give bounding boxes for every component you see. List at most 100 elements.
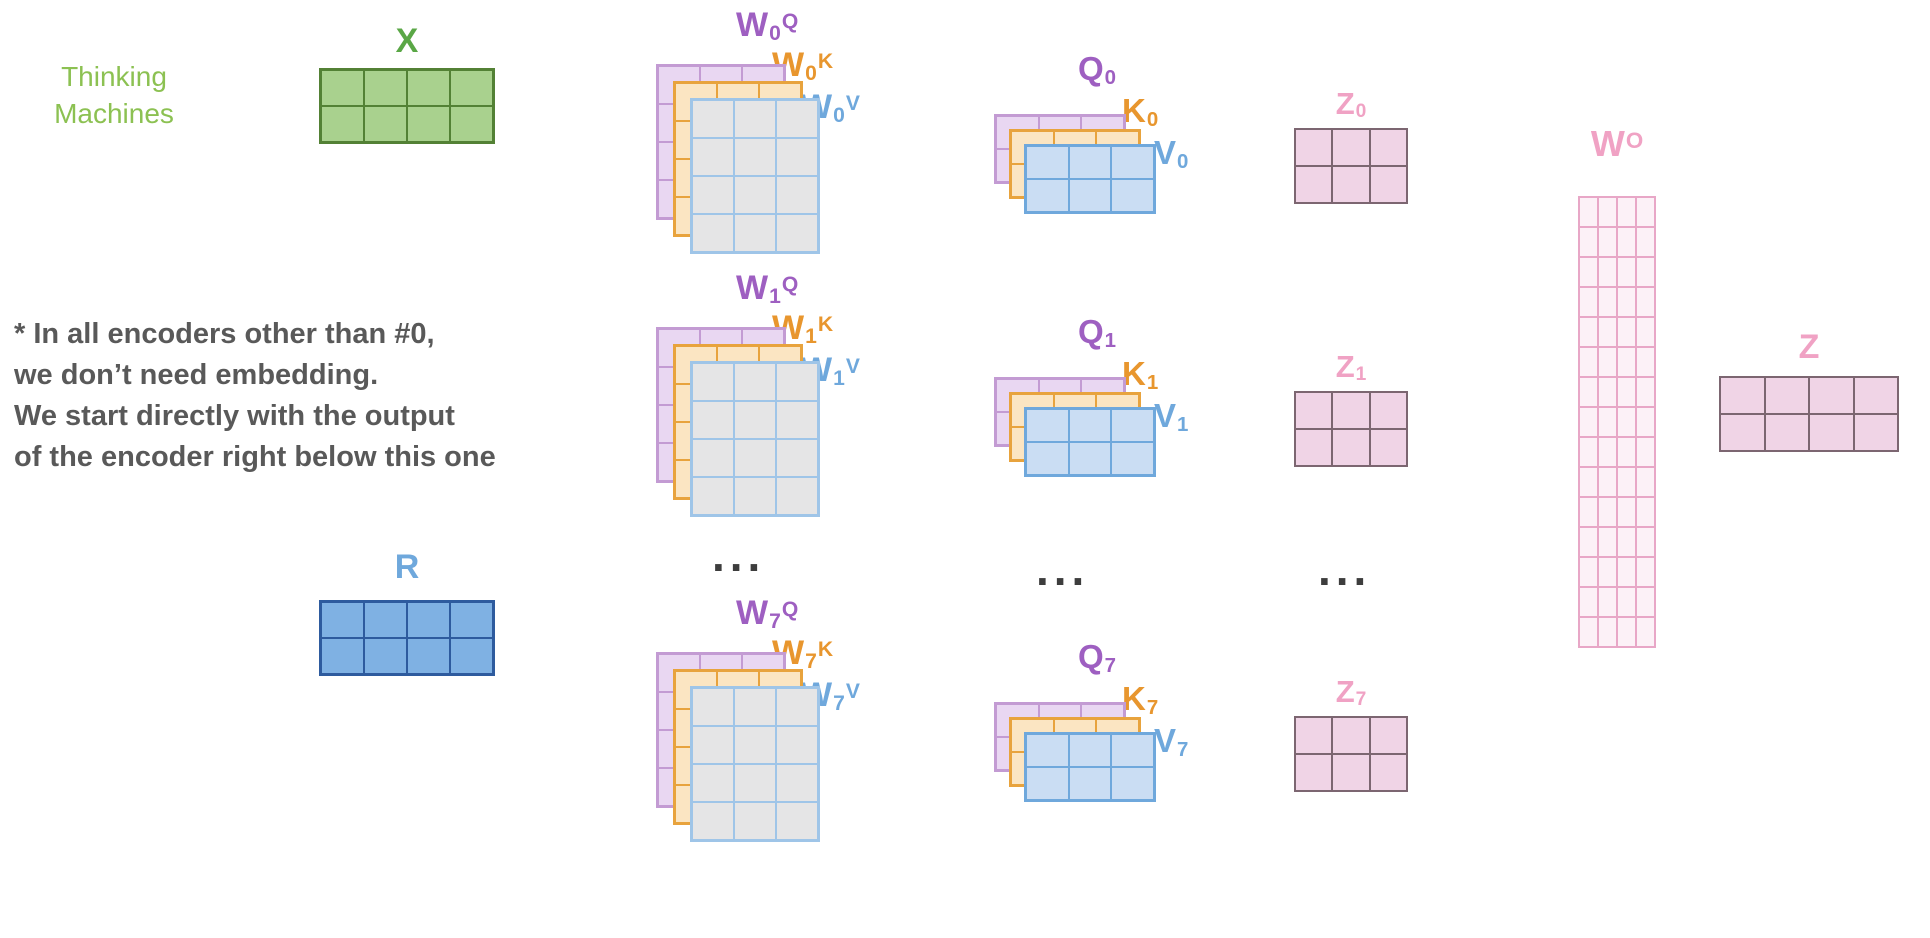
matrix-cell [1068, 767, 1112, 800]
note-line: We start directly with the output [14, 400, 455, 432]
matrix-cell [1636, 377, 1655, 407]
matrix-cell [450, 638, 493, 674]
matrix-cell [1111, 767, 1154, 800]
matrix-cell [776, 477, 818, 515]
label-sub: 7 [1177, 737, 1189, 761]
matrix-cell [776, 401, 818, 439]
label-sub: 1 [1355, 364, 1367, 386]
label-sub: 1 [1104, 328, 1117, 352]
matrix-cell [450, 602, 493, 638]
matrix-cell [1369, 129, 1407, 166]
matrix-cell [1636, 587, 1655, 617]
label-base: V [1154, 397, 1177, 434]
label-base: V [1154, 134, 1177, 171]
matrix-cell [1636, 407, 1655, 437]
matrix-cell [321, 602, 364, 638]
matrix-cell [364, 106, 407, 142]
label-sub: 1 [833, 366, 845, 390]
label-base: W [736, 594, 769, 632]
matrix-cell [734, 802, 776, 840]
wq-label: W1Q [736, 271, 798, 307]
matrix-cell [1369, 392, 1407, 429]
matrix-cell [1636, 257, 1655, 287]
matrix-cell [776, 100, 818, 138]
matrix-cell [1636, 347, 1655, 377]
matrix-cell [364, 70, 407, 106]
matrix-cell [1617, 227, 1636, 257]
z-matrix [1294, 391, 1408, 467]
matrix-cell [734, 401, 776, 439]
matrix-cell [1598, 317, 1617, 347]
matrix-cell [776, 688, 818, 726]
matrix-cell [1617, 497, 1636, 527]
matrix-cell [1617, 197, 1636, 227]
wv-weight-matrix [690, 98, 820, 254]
matrix-cell [1617, 617, 1636, 647]
matrix-cell [1720, 414, 1765, 451]
label-sub: 0 [1177, 149, 1189, 173]
matrix-cell [1068, 179, 1112, 212]
label-sup: V [845, 680, 860, 703]
matrix-cell [1332, 429, 1370, 466]
label-sub: 7 [769, 609, 781, 633]
matrix-cell [1617, 257, 1636, 287]
matrix-cell [407, 638, 450, 674]
matrix-cell [734, 477, 776, 515]
brand-line-1: Thinking [61, 61, 167, 92]
matrix-cell [776, 363, 818, 401]
ellipsis-weights: ... [712, 529, 766, 581]
matrix-cell [734, 726, 776, 764]
label-base: Z [1335, 349, 1355, 384]
matrix-cell [1636, 437, 1655, 467]
matrix-cell [1617, 587, 1636, 617]
label-sub: 7 [833, 691, 845, 715]
matrix-cell [1369, 717, 1407, 754]
matrix-cell [734, 363, 776, 401]
matrix-cell [407, 106, 450, 142]
matrix-cell [1764, 414, 1809, 451]
matrix-cell [1598, 407, 1617, 437]
matrix-cell [734, 764, 776, 802]
q-label: Q1 [1078, 315, 1116, 351]
label-sub: 0 [1355, 101, 1367, 123]
matrix-cell [1598, 497, 1617, 527]
matrix-cell [1026, 146, 1069, 179]
matrix-cell [692, 100, 734, 138]
matrix-cell [1617, 287, 1636, 317]
wo-matrix-label: WO [1566, 126, 1668, 162]
matrix-cell [1853, 414, 1898, 451]
z-final-matrix [1719, 376, 1899, 452]
label-base: Z [1335, 674, 1355, 709]
label-base: Q [1078, 638, 1104, 675]
matrix-cell [1617, 407, 1636, 437]
matrix-cell [1598, 377, 1617, 407]
matrix-cell [734, 138, 776, 176]
matrix-cell [450, 70, 493, 106]
label-sup: Q [781, 10, 799, 33]
label-sup: Q [781, 273, 799, 296]
k-label: K7 [1122, 682, 1158, 718]
matrix-cell [1853, 377, 1898, 414]
r-matrix-label: R [394, 548, 420, 586]
q-label: Q7 [1078, 640, 1116, 676]
matrix-cell [692, 214, 734, 252]
matrix-cell [1111, 734, 1154, 767]
matrix-cell [776, 138, 818, 176]
matrix-cell [1068, 146, 1112, 179]
matrix-cell [1579, 287, 1598, 317]
matrix-cell [692, 688, 734, 726]
z-label: Z0 [1294, 88, 1408, 122]
matrix-cell [1111, 146, 1154, 179]
matrix-cell [1369, 429, 1407, 466]
v-matrix [1024, 732, 1156, 802]
matrix-cell [321, 106, 364, 142]
r-matrix [319, 600, 495, 676]
x-matrix [319, 68, 495, 144]
label-sub: 1 [769, 284, 781, 308]
matrix-cell [776, 439, 818, 477]
matrix-cell [1369, 754, 1407, 791]
matrix-cell [734, 100, 776, 138]
matrix-cell [692, 726, 734, 764]
x-matrix-label: X [395, 22, 419, 60]
wv-weight-matrix [690, 361, 820, 517]
